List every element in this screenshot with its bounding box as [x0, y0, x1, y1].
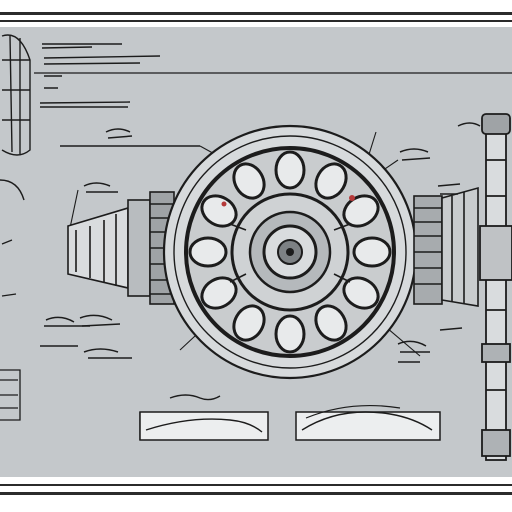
bottom-border-line	[0, 492, 512, 495]
spoke-ring-icon	[188, 150, 392, 354]
cage-sketch-icon	[0, 34, 31, 201]
wheel-hub-icon	[162, 124, 418, 380]
left-margin-sketch	[0, 239, 21, 421]
marker-dot-left	[221, 201, 227, 207]
nozzle-housing-icon	[67, 191, 175, 305]
left-annotation-labels	[40, 128, 200, 359]
right-annotation-labels	[397, 122, 481, 363]
top-border-line-inner	[0, 20, 512, 22]
profile-box-right	[295, 404, 441, 441]
top-border-line	[0, 12, 512, 15]
header-annotation-block	[39, 43, 161, 108]
vertical-shaft-icon	[479, 113, 512, 461]
bottom-border-line-inner	[0, 484, 512, 486]
right-housing-icon	[413, 186, 479, 307]
profile-box-left	[139, 411, 269, 441]
marker-dot-right	[349, 195, 355, 201]
